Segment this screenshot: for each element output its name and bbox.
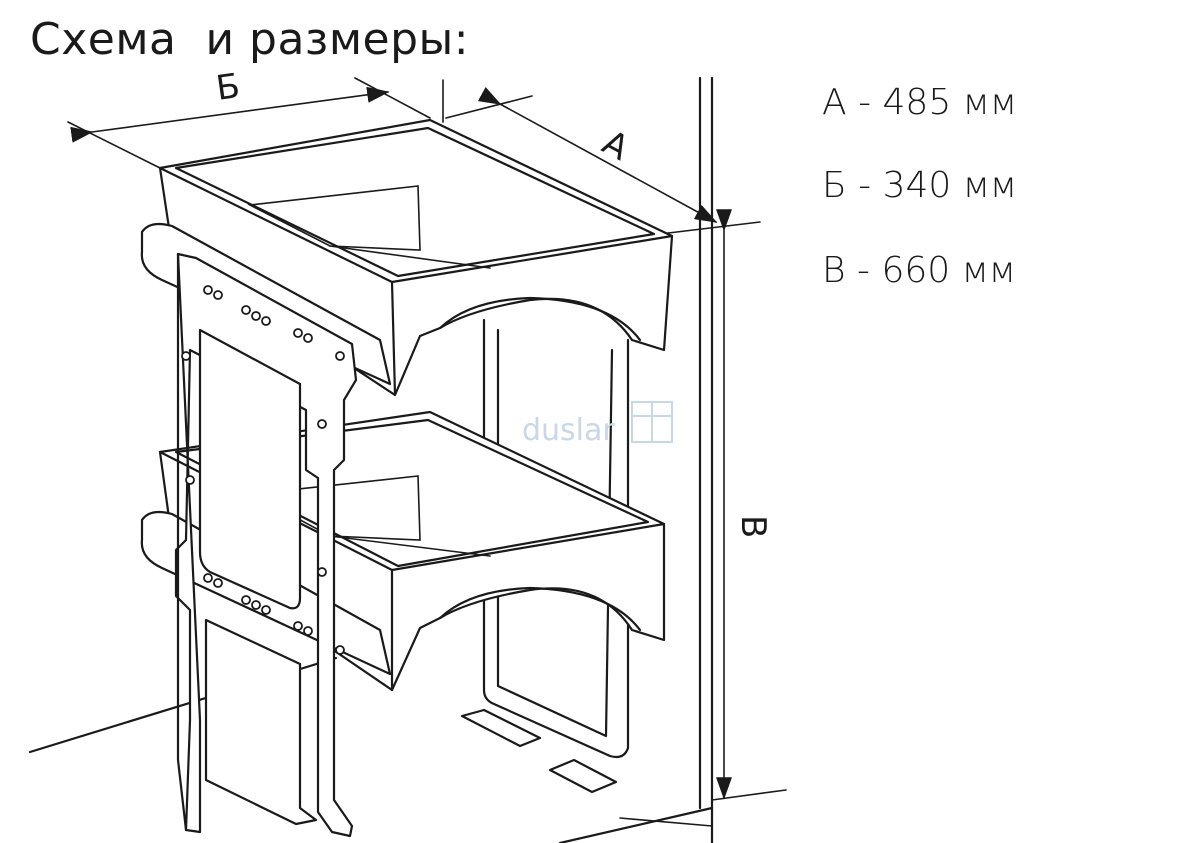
- watermark: duslar: [522, 413, 615, 448]
- watermark-icon: [631, 401, 673, 443]
- dimension-c-line: [659, 209, 761, 800]
- upper-basket: [158, 118, 674, 397]
- front-frame: [174, 252, 358, 838]
- dimension-a-label: А: [596, 123, 635, 169]
- dimension-c-spec: В - 660 мм: [822, 250, 1016, 291]
- dimension-b-label: Б: [214, 66, 243, 109]
- dimension-a-spec: А - 485 мм: [822, 82, 1017, 123]
- dimension-c-label: В: [733, 515, 773, 538]
- mounting-holes: [181, 285, 345, 655]
- page-title: Схема и размеры:: [30, 14, 470, 65]
- dimension-b-spec: Б - 340 мм: [822, 165, 1018, 206]
- dimension-b-line: [67, 77, 431, 169]
- dimension-a-line: [442, 79, 718, 223]
